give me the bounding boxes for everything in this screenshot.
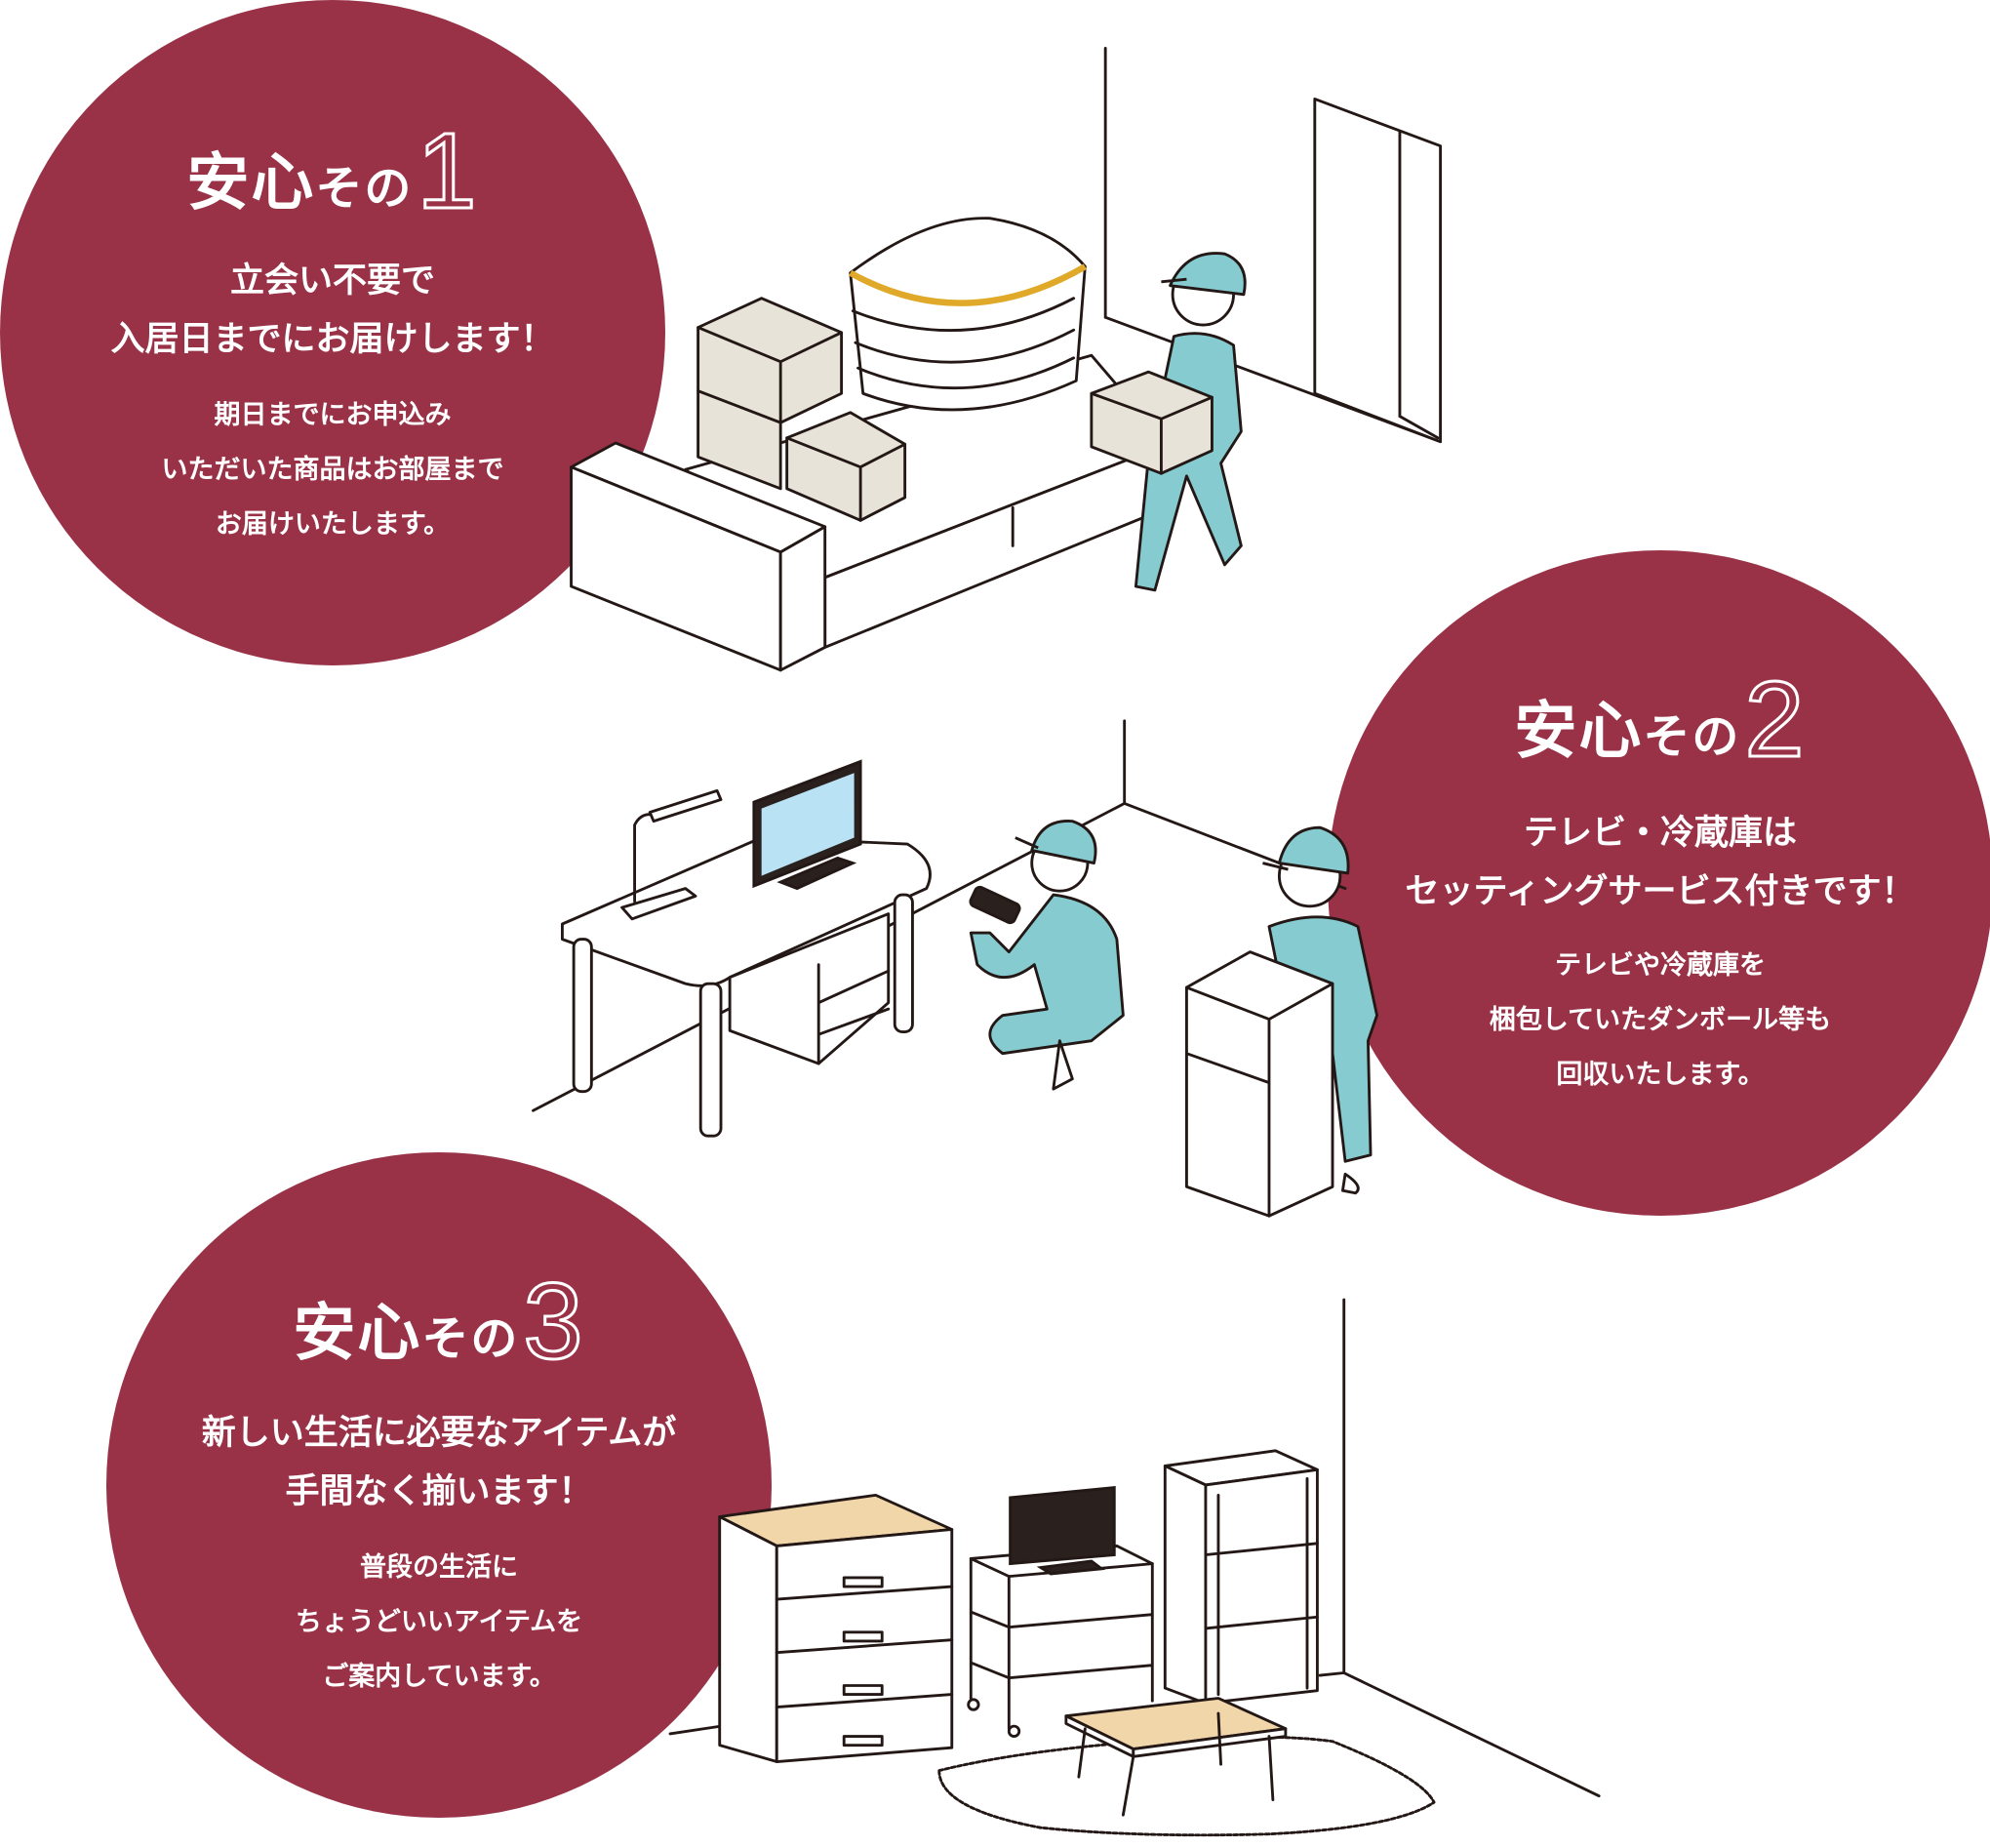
title-small: その	[421, 1311, 520, 1366]
headline-line: セッティングサービス付きです！	[1405, 872, 1916, 911]
point-3-headline: 新しい生活に必要なアイテムが 手間なく揃います！	[106, 1404, 772, 1521]
worker-kneeling	[969, 820, 1125, 1091]
rug	[937, 1735, 1436, 1837]
body-line: 回収いたします。	[1556, 1060, 1765, 1090]
monitor	[752, 759, 862, 891]
headline-line: テレビ・冷蔵庫は	[1523, 814, 1797, 853]
title-main: 安心	[1514, 696, 1644, 768]
body-line: 普段の生活に	[360, 1552, 518, 1583]
door	[1313, 98, 1443, 444]
refrigerator	[1184, 950, 1334, 1218]
point-1-headline: 立会い不要で 入居日までにお届けします！	[0, 252, 665, 369]
body-line: ご案内しています。	[322, 1662, 556, 1692]
title-main: 安心	[293, 1298, 422, 1370]
worker-with-fridge	[1184, 825, 1378, 1218]
headline-line: 立会い不要で	[229, 261, 435, 301]
title-main: 安心	[186, 147, 316, 220]
desk	[560, 788, 932, 1138]
point-1-circle: 安心その1 立会い不要で 入居日までにお届けします！ 期日までにお申込み いただ…	[0, 0, 665, 665]
point-number: 3	[522, 1261, 585, 1384]
room-wall	[668, 1298, 1601, 1798]
scene-setup	[532, 719, 1378, 1218]
drawer-unit	[728, 912, 891, 1065]
title-small: その	[1643, 709, 1741, 764]
chest-of-drawers	[718, 1493, 954, 1763]
point-3-title: 安心その3	[106, 1260, 772, 1384]
point-number: 1	[416, 110, 479, 233]
point-3-circle: 安心その3 新しい生活に必要なアイテムが 手間なく揃います！ 普段の生活に ちょ…	[106, 1152, 772, 1818]
body-line: ちょうどいいアイテムを	[295, 1607, 583, 1637]
body-line: 梱包していたダンボール等も	[1489, 1005, 1832, 1035]
body-line: お届けいたします。	[215, 509, 451, 540]
scene-furniture	[668, 1298, 1601, 1837]
headline-line: 新しい生活に必要なアイテムが	[201, 1414, 677, 1453]
point-1-body: 期日までにお申込み いただいた商品はお部屋まで お届けいたします。	[0, 388, 665, 552]
mattress-stack	[849, 217, 1087, 412]
point-1-title: 安心その1	[0, 109, 665, 233]
headline-line: 手間なく揃います！	[285, 1472, 593, 1511]
point-2-title: 安心その2	[1328, 658, 1990, 782]
low-table	[1064, 1697, 1288, 1817]
body-line: テレビや冷蔵庫を	[1555, 950, 1766, 981]
point-2-body: テレビや冷蔵庫を 梱包していたダンボール等も 回収いたします。	[1328, 939, 1990, 1103]
tv-stand	[967, 1485, 1154, 1738]
point-number: 2	[1743, 659, 1807, 782]
scene-delivery	[570, 47, 1443, 672]
headline-line: 入居日までにお届けします！	[110, 320, 555, 359]
body-line: 期日までにお申込み	[214, 400, 452, 430]
bookshelf	[1163, 1449, 1319, 1706]
worker-carrying-box	[1090, 252, 1247, 592]
point-3-body: 普段の生活に ちょうどいいアイテムを ご案内しています。	[106, 1541, 772, 1705]
cardboard-boxes	[696, 297, 907, 522]
point-2-headline: テレビ・冷蔵庫は セッティングサービス付きです！	[1328, 804, 1990, 921]
body-line: いただいた商品はお部屋まで	[161, 455, 504, 485]
title-small: その	[315, 161, 414, 216]
point-2-circle: 安心その2 テレビ・冷蔵庫は セッティングサービス付きです！ テレビや冷蔵庫を …	[1328, 550, 1990, 1216]
